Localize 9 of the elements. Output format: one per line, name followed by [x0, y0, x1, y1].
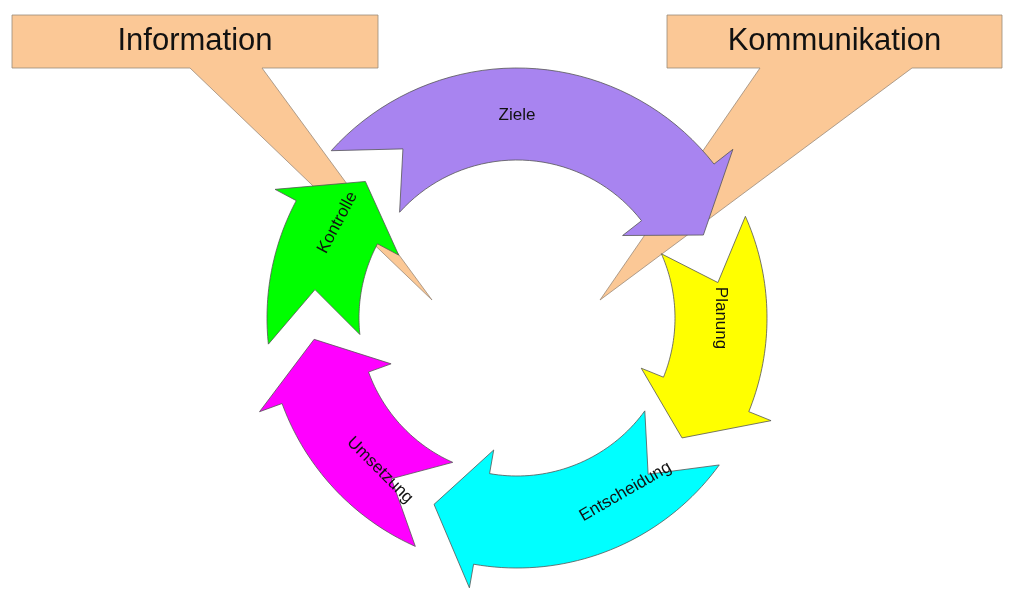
cycle-step: [259, 338, 454, 547]
step-label: Planung: [711, 286, 731, 350]
callout-text: Information: [117, 22, 273, 57]
callout-text: Kommunikation: [727, 22, 942, 57]
cycle-step: [266, 181, 400, 345]
callout-box: [11, 14, 433, 301]
cycle-step: [433, 410, 720, 589]
cycle-step: [640, 215, 772, 439]
step-label: Ziele: [498, 104, 536, 124]
